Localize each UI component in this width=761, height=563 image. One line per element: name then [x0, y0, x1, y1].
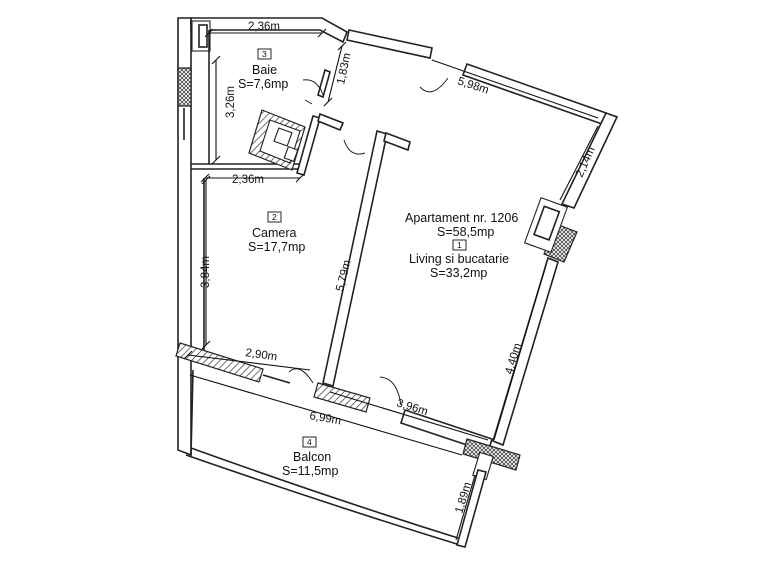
bathroom-walls — [191, 30, 345, 176]
room-area: S=17,7mp — [248, 240, 305, 254]
exterior-wall-top — [190, 17, 349, 52]
room-number: 1 — [457, 240, 462, 250]
dimension-lines — [183, 28, 599, 541]
dim-baie-height: 3,26m — [225, 86, 237, 118]
exterior-wall-left — [177, 17, 192, 457]
dim-camera-width: 2,36m — [232, 174, 264, 186]
room-number: 3 — [262, 49, 267, 59]
room-name: Camera — [252, 226, 297, 240]
dim-balcon-width: 6,99m — [308, 410, 342, 427]
exterior-wall-right — [492, 112, 619, 447]
room-number: 2 — [272, 212, 277, 222]
room-area: S=33,2mp — [430, 266, 487, 280]
door-swing — [302, 79, 324, 96]
room-label-baie: 3 Baie S=7,6mp — [238, 48, 288, 91]
bottom-wall — [175, 342, 521, 481]
apartment-area: S=58,5mp — [437, 225, 494, 239]
door-swing — [343, 139, 366, 155]
door-swing — [419, 77, 449, 93]
room-name: Living si bucatarie — [409, 252, 509, 266]
bathroom-fixtures — [248, 109, 306, 171]
dim-camera-bottom: 2,90m — [245, 347, 278, 363]
door-swing — [288, 368, 314, 384]
dim-camera-height: 3,84m — [200, 256, 212, 288]
door-swing — [379, 376, 402, 406]
door-swing — [304, 99, 313, 105]
room-label-camera: 2 Camera S=17,7mp — [248, 211, 305, 254]
apartment-title: Apartament nr. 1206 — [405, 211, 518, 225]
room-label-balcon: 4 Balcon S=11,5mp — [282, 436, 338, 478]
room-area: S=7,6mp — [238, 77, 288, 91]
balcony-outline — [185, 369, 487, 548]
doors — [288, 77, 449, 406]
dim-baie-width: 2,36m — [248, 21, 280, 33]
room-number: 4 — [307, 437, 312, 447]
partition-wall — [203, 129, 411, 388]
room-name: Balcon — [293, 450, 331, 464]
room-name: Baie — [252, 63, 277, 77]
dim-baie-partition: 1,83m — [335, 52, 353, 86]
room-label-living: Apartament nr. 1206 S=58,5mp 1 Living si… — [405, 211, 518, 280]
room-area: S=11,5mp — [282, 464, 338, 478]
exterior-wall-top-right — [346, 29, 608, 126]
